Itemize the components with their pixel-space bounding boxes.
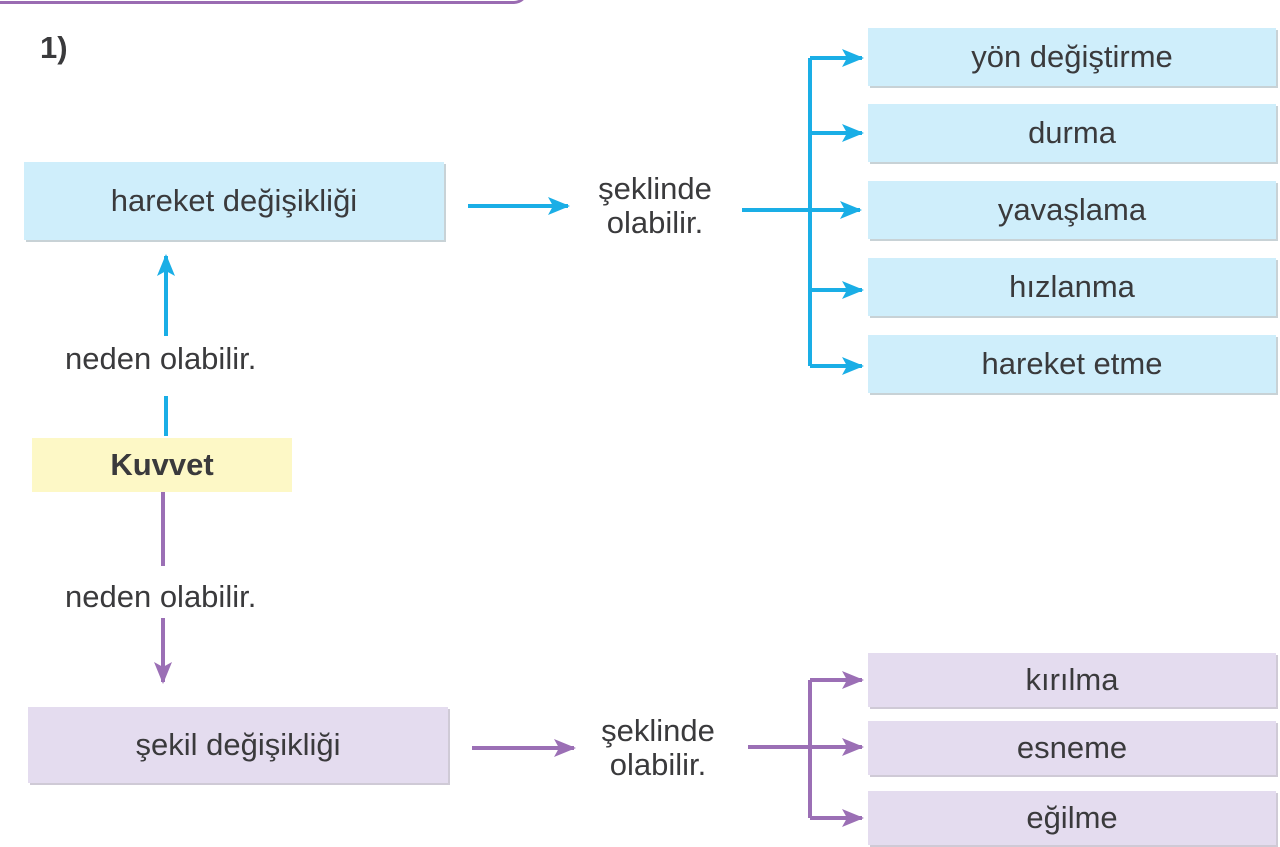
- upper-item-label: hızlanma: [1009, 269, 1135, 304]
- lower-connector-label: neden olabilir.: [65, 580, 305, 614]
- lower-item: esneme: [868, 721, 1276, 775]
- lower-item: kırılma: [868, 653, 1276, 707]
- node-hareket-degisikligi-label: hareket değişikliği: [110, 183, 358, 218]
- lower-item-label: esneme: [1016, 730, 1128, 765]
- upper-mid-line2: olabilir.: [606, 205, 704, 240]
- upper-item-label: durma: [1028, 115, 1116, 150]
- lower-item-label: eğilme: [1026, 800, 1118, 835]
- upper-connector-label: neden olabilir.: [65, 342, 305, 376]
- node-sekil-degisikligi-label: şekil değişikliği: [135, 727, 341, 762]
- upper-mid-line1: şeklinde: [598, 171, 712, 206]
- upper-item: durma: [868, 104, 1276, 162]
- lower-mid-label: şeklinde olabilir.: [578, 714, 738, 782]
- lower-item: eğilme: [868, 791, 1276, 845]
- lower-mid-line1: şeklinde: [601, 713, 715, 748]
- node-kuvvet: Kuvvet: [32, 438, 292, 492]
- upper-item: yön değiştirme: [868, 28, 1276, 86]
- upper-item-label: yavaşlama: [997, 192, 1147, 227]
- node-sekil-degisikligi: şekil değişikliği: [28, 707, 448, 783]
- lower-mid-line2: olabilir.: [609, 747, 707, 782]
- node-kuvvet-label: Kuvvet: [110, 447, 214, 482]
- lower-item-label: kırılma: [1025, 662, 1119, 697]
- upper-item: yavaşlama: [868, 181, 1276, 239]
- upper-item-label: yön değiştirme: [971, 39, 1173, 74]
- upper-item: hızlanma: [868, 258, 1276, 316]
- question-number: 1): [40, 30, 68, 65]
- upper-item-label: hareket etme: [981, 346, 1163, 381]
- upper-mid-label: şeklinde olabilir.: [575, 172, 735, 240]
- node-hareket-degisikligi: hareket değişikliği: [24, 162, 444, 240]
- upper-item: hareket etme: [868, 335, 1276, 393]
